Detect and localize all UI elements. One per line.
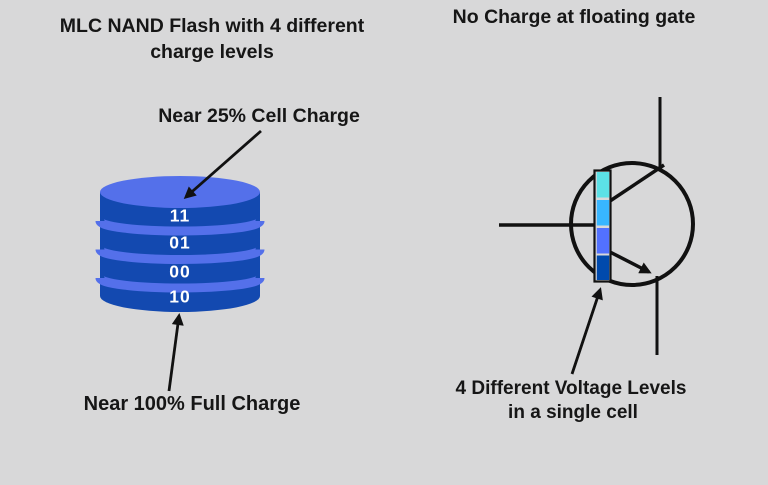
- annotation-voltage-line2: in a single cell: [508, 402, 638, 423]
- collector-line: [609, 163, 665, 203]
- voltage-bar-outline: [593, 169, 612, 283]
- left-title-line2: charge levels: [150, 41, 274, 63]
- annotation-voltage-line1: 4 Different Voltage Levels: [455, 378, 687, 399]
- arrow-near-25: [183, 129, 262, 199]
- voltage-segment-1: [596, 172, 610, 198]
- annotation-near-25: Near 25% Cell Charge: [158, 105, 360, 127]
- charge-level-label-00: 00: [169, 261, 191, 282]
- cylinder-top-ellipse: [100, 176, 260, 208]
- left-title-line1: MLC NAND Flash with 4 different: [59, 15, 365, 37]
- transistor-icon: [499, 97, 695, 355]
- arrow-voltage-levels: [570, 287, 603, 375]
- voltage-segment-3: [596, 228, 610, 254]
- nand-cylinder-icon: [95, 176, 265, 312]
- arrow-near-100: [167, 313, 184, 392]
- charge-level-label-10: 10: [169, 286, 191, 307]
- cylinder-separator: [95, 247, 265, 264]
- cylinder-separator: [95, 275, 265, 293]
- voltage-segment-2: [596, 200, 610, 226]
- voltage-bar: [593, 169, 612, 283]
- cylinder-separator: [95, 218, 265, 236]
- right-title: No Charge at floating gate: [452, 6, 696, 28]
- charge-level-label-01: 01: [169, 232, 191, 253]
- annotation-near-100: Near 100% Full Charge: [83, 393, 301, 415]
- emitter-line: [609, 250, 652, 274]
- voltage-segment-4: [596, 255, 610, 280]
- cylinder-body: [100, 192, 260, 312]
- charge-level-label-11: 11: [169, 205, 191, 226]
